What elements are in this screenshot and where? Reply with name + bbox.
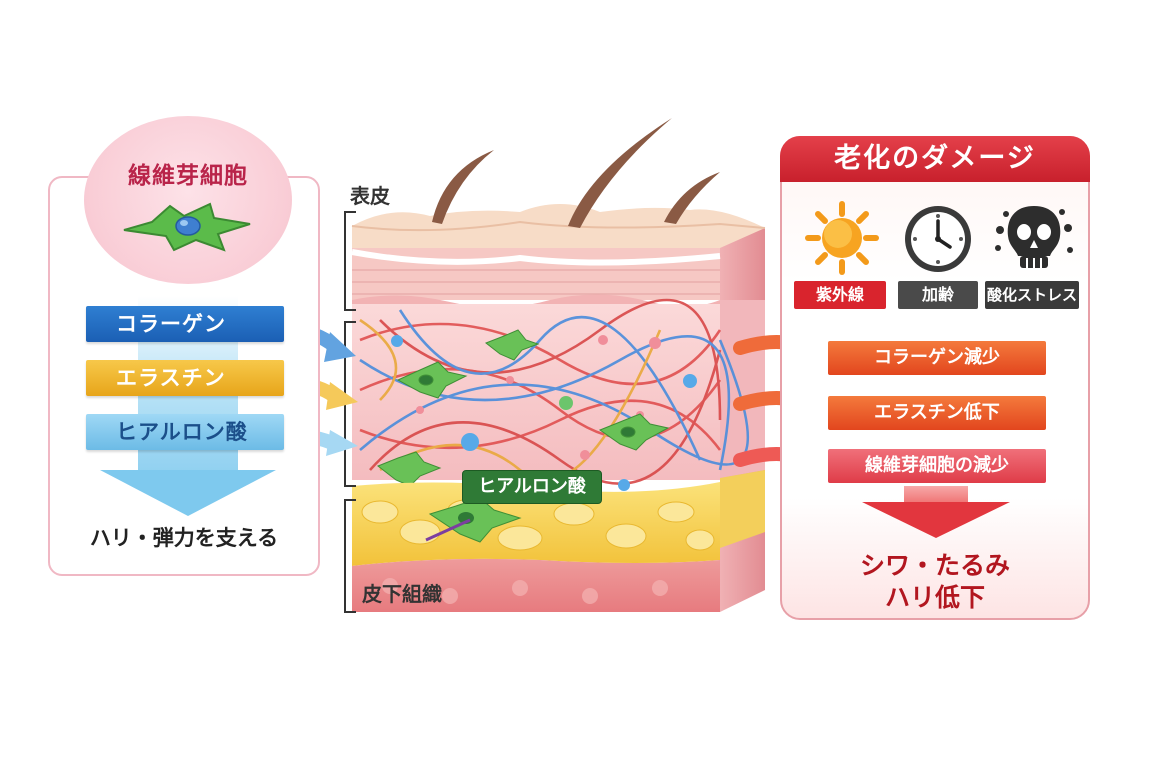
support-caption: ハリ・弾力を支える	[89, 526, 279, 550]
effect-collagen-decrease: コラーゲン減少	[828, 341, 1046, 375]
hairs	[432, 118, 720, 228]
skull-icon	[995, 206, 1073, 268]
fibroblast-circle	[84, 116, 292, 284]
cause-aging-label: 加齢	[898, 281, 978, 309]
epidermis-label: 表皮	[350, 184, 390, 208]
fibroblast-cell-icon	[123, 202, 251, 252]
input-arrowheads	[324, 332, 358, 456]
cause-oxidative-stress-label: 酸化ストレス	[985, 281, 1079, 309]
hyaluronic-acid-tag: ヒアルロン酸	[462, 470, 602, 504]
skin-surface	[352, 204, 765, 250]
sun-icon	[805, 201, 879, 275]
aging-damage-header: 老化のダメージ	[780, 136, 1090, 182]
result-firmness-loss: ハリ低下	[884, 583, 985, 612]
clock-icon	[905, 206, 971, 272]
dermis-fibroblasts	[377, 329, 670, 487]
subcutis-label: 皮下組織	[362, 582, 442, 606]
hyaluronic-acid-label: ヒアルロン酸	[86, 414, 284, 450]
cause-uv-label: 紫外線	[794, 281, 886, 309]
fibroblast-title: 線維芽細胞	[128, 163, 248, 189]
elastin-label: エラスチン	[86, 360, 284, 396]
effect-elastin-decline: エラスチン低下	[828, 396, 1046, 430]
result-arrow-shaft	[904, 486, 968, 506]
effect-fibroblast-decrease: 線維芽細胞の減少	[828, 449, 1046, 483]
support-arrow-head	[100, 470, 276, 516]
result-wrinkles-sagging: シワ・たるみ	[859, 551, 1010, 580]
collagen-label: コラーゲン	[86, 306, 284, 342]
result-arrow-head	[862, 502, 1010, 538]
